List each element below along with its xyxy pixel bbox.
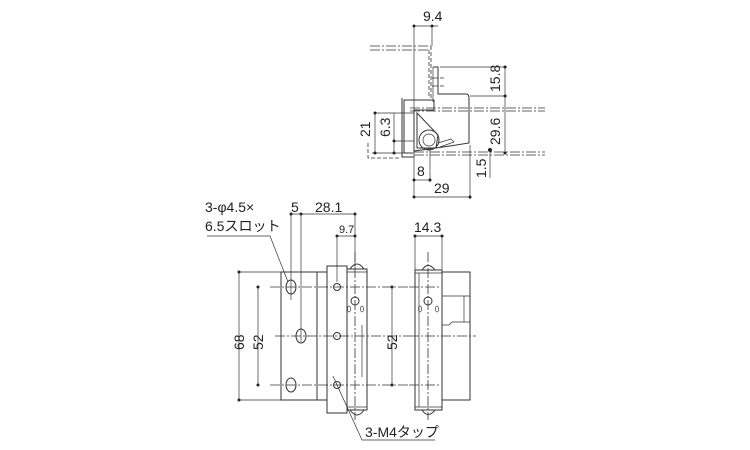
dim-9-4: 9.4: [423, 8, 443, 24]
dim-68: 68: [231, 334, 247, 350]
side-view: 14.3: [409, 219, 476, 420]
front-view: 3-φ4.5× 6.5スロット 5 28.1 9.7: [205, 199, 439, 441]
tap-note: 3-M4タップ: [365, 424, 439, 440]
dim-14-3: 14.3: [414, 219, 441, 235]
dim-29-6: 29.6: [487, 118, 503, 145]
dim-52-left: 52: [250, 334, 266, 350]
dim-15-8: 15.8: [487, 65, 503, 92]
dim-8: 8: [417, 163, 425, 179]
slot-note-line2: 6.5スロット: [205, 218, 280, 234]
dim-29: 29: [434, 180, 450, 196]
dim-52-right: 52: [384, 334, 400, 350]
dim-21: 21: [357, 121, 373, 137]
slot-note-line1: 3-φ4.5×: [205, 199, 254, 215]
dim-5: 5: [291, 199, 299, 215]
top-view: 9.4 15.8 29.6: [357, 8, 545, 199]
dim-6-3: 6.3: [377, 117, 393, 137]
dim-1-5: 1.5: [473, 158, 489, 178]
dim-28-1: 28.1: [315, 199, 342, 215]
dim-9-7: 9.7: [339, 224, 354, 236]
